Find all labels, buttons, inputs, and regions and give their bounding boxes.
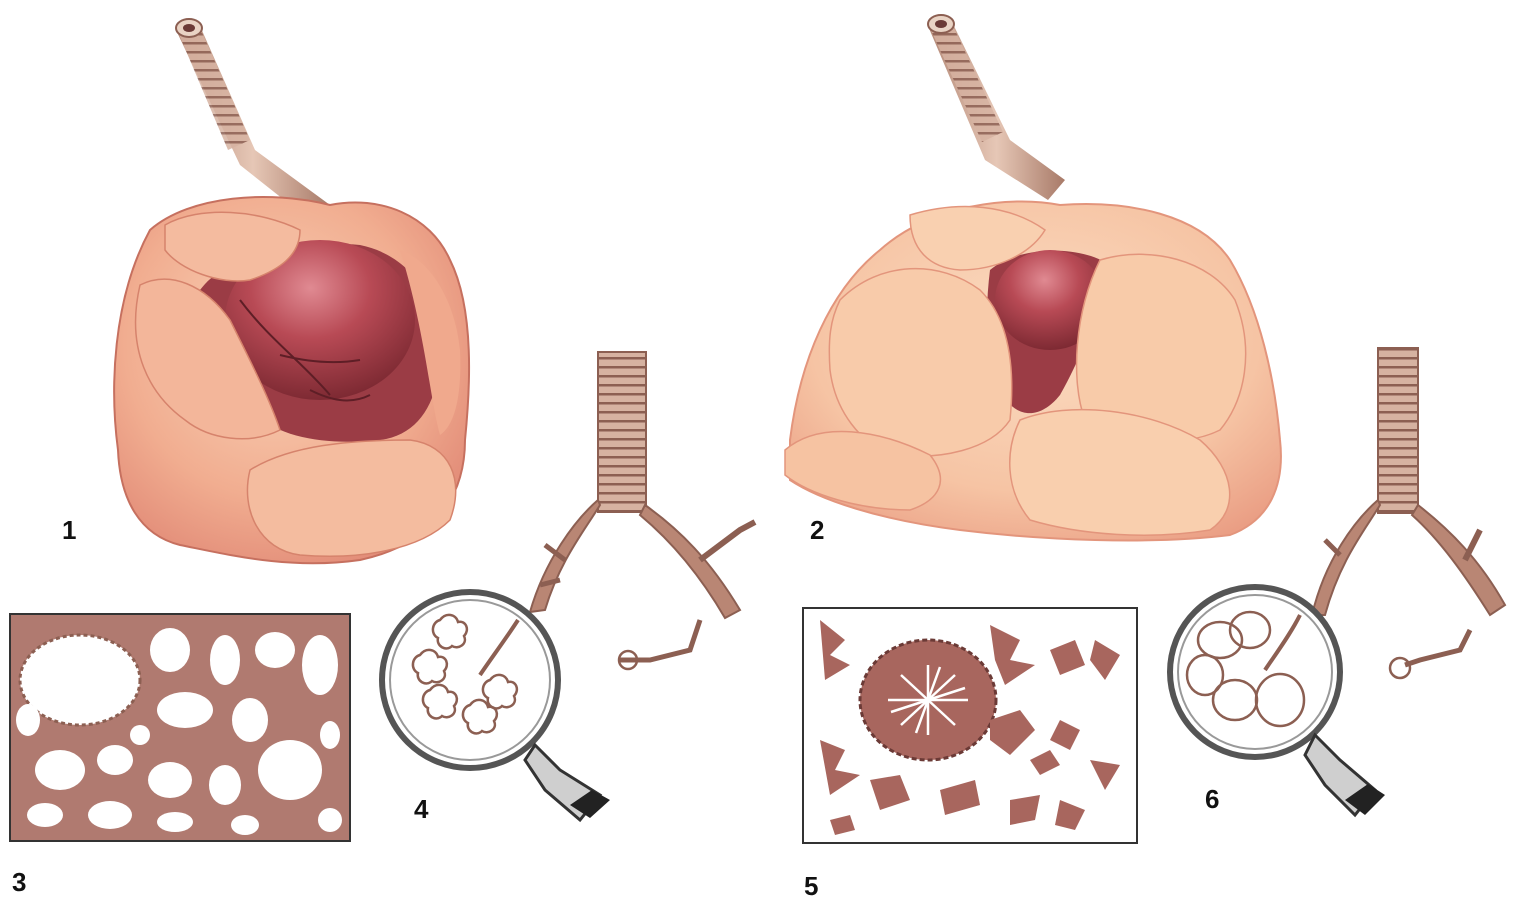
panel-label-3: 3 (12, 869, 26, 895)
panel-5-tissue (803, 608, 1137, 843)
panel-3-tissue (10, 614, 350, 841)
panel-1-lungs (114, 19, 469, 563)
panel-2-lungs (785, 15, 1281, 540)
panel-label-5: 5 (804, 873, 818, 899)
panel-1-trachea (176, 19, 330, 222)
panel-label-4: 4 (414, 796, 428, 822)
panel-1-lobe-bottom-right (247, 440, 455, 556)
magnifier-6 (1170, 587, 1385, 815)
bronchial-tree-1 (530, 352, 755, 669)
bronchial-tree-2 (1312, 348, 1505, 678)
panel-label-2: 2 (810, 517, 824, 543)
panel-2-lobe-left (829, 269, 1011, 457)
panel-2-trachea (928, 15, 1065, 200)
panel-label-1: 1 (62, 517, 76, 543)
magnifier-4 (382, 592, 610, 820)
panel-label-6: 6 (1205, 786, 1219, 812)
